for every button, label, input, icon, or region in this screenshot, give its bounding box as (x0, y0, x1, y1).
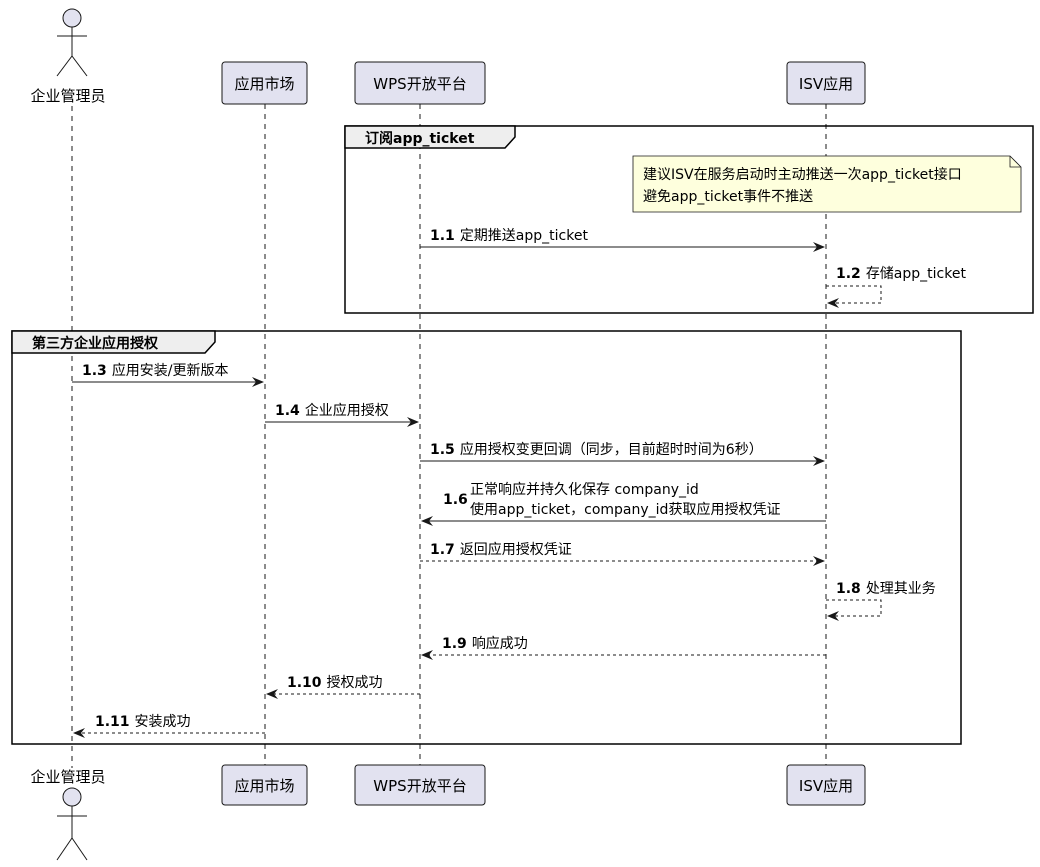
message-1-7: 1.7 返回应用授权凭证 (420, 541, 825, 566)
message-1-10: 1.10 授权成功 (266, 675, 420, 699)
participant-admin-top: 企业管理员 (30, 8, 106, 105)
message-1-4: 1.4 企业应用授权 (265, 402, 419, 427)
frame-subscribe-ticket: 订阅app_ticket (344, 125, 1034, 314)
message-label: 1.1 定期推送app_ticket (430, 228, 588, 244)
message-1-9: 1.9 响应成功 (421, 635, 826, 660)
message-text: 正常响应并持久化保存 company_id (470, 481, 699, 498)
message-text: 安装成功 (135, 714, 191, 730)
message-1-8: 1.8 处理其业务 (826, 581, 936, 621)
message-number: 1.8 (836, 581, 861, 597)
participant-admin-bottom: 企业管理员 (30, 768, 106, 861)
message-1-3: 1.3 应用安装/更新版本 (72, 362, 264, 387)
participant-wps-top: WPS开放平台 (354, 61, 486, 105)
message-text: 应用安装/更新版本 (112, 362, 229, 379)
message-number: 1.5 (430, 442, 455, 458)
message-number: 1.1 (430, 228, 455, 244)
message-text: 使用app_ticket，company_id获取应用授权凭证 (470, 501, 780, 518)
note-line-1: 建议ISV在服务启动时主动推送一次app_ticket接口 (643, 166, 962, 183)
message-text: 授权成功 (327, 675, 383, 691)
message-label: 1.10 授权成功 (287, 675, 383, 691)
participant-label: ISV应用 (799, 777, 853, 795)
message-number: 1.4 (275, 403, 300, 419)
message-number: 1.9 (442, 636, 467, 652)
message-number: 1.7 (430, 542, 455, 558)
frame-title: 第三方企业应用授权 (32, 335, 159, 352)
message-text: 企业应用授权 (305, 402, 389, 419)
message-text: 应用授权变更回调（同步，目前超时时间为6秒） (460, 441, 763, 458)
message-label: 1.5 应用授权变更回调（同步，目前超时时间为6秒） (430, 441, 763, 458)
message-label: 1.2 存储app_ticket (836, 266, 966, 282)
message-label: 1.7 返回应用授权凭证 (430, 541, 572, 558)
message-1-6: 1.6 正常响应并持久化保存 company_id 使用app_ticket，c… (421, 481, 826, 526)
participant-market-bottom: 应用市场 (221, 764, 308, 806)
message-1-11: 1.11 安装成功 (73, 714, 265, 738)
message-1-1: 1.1 定期推送app_ticket (420, 228, 825, 252)
participant-label: WPS开放平台 (373, 75, 466, 93)
message-label: 1.9 响应成功 (442, 635, 528, 652)
message-number: 1.10 (287, 675, 322, 691)
participant-label: ISV应用 (799, 75, 853, 93)
message-text: 处理其业务 (866, 581, 936, 597)
participant-wps-bottom: WPS开放平台 (354, 764, 486, 806)
message-number: 1.6 (443, 492, 468, 508)
message-number: 1.2 (836, 266, 861, 282)
message-1-5: 1.5 应用授权变更回调（同步，目前超时时间为6秒） (420, 441, 825, 466)
actor-icon (56, 787, 88, 861)
message-1-2: 1.2 存储app_ticket (826, 266, 966, 308)
message-text: 返回应用授权凭证 (460, 541, 572, 558)
participant-market-top: 应用市场 (221, 61, 308, 105)
message-number: 1.11 (95, 714, 130, 730)
actor-icon (56, 8, 88, 77)
participant-isv-bottom: ISV应用 (786, 764, 866, 806)
note-line-2: 避免app_ticket事件不推送 (643, 189, 813, 205)
message-number: 1.3 (82, 363, 107, 379)
frame-title: 订阅app_ticket (365, 130, 475, 147)
participant-label: 应用市场 (234, 75, 294, 93)
participant-label: 应用市场 (234, 777, 294, 795)
message-text: 响应成功 (472, 635, 528, 652)
participant-isv-top: ISV应用 (786, 61, 866, 105)
note: 建议ISV在服务启动时主动推送一次app_ticket接口 避免app_tick… (632, 155, 1022, 213)
participant-label: 企业管理员 (30, 768, 105, 786)
message-arrow (826, 285, 882, 308)
message-label: 1.11 安装成功 (95, 714, 191, 730)
message-label: 1.3 应用安装/更新版本 (82, 362, 229, 379)
message-label: 1.8 处理其业务 (836, 581, 936, 597)
message-label: 1.4 企业应用授权 (275, 402, 389, 419)
participant-label: WPS开放平台 (373, 777, 466, 795)
frame-third-party-auth: 第三方企业应用授权 (11, 330, 962, 745)
participant-label: 企业管理员 (30, 87, 105, 105)
message-text: 存储app_ticket (866, 266, 967, 282)
message-text: 定期推送app_ticket (460, 228, 589, 244)
message-arrow (826, 599, 882, 621)
